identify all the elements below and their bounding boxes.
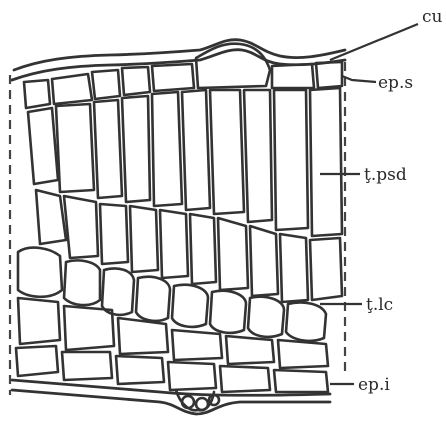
leader-ep-s (342, 76, 376, 82)
upper-cuticle (12, 40, 345, 80)
label-t-psd: ţ.psd (364, 165, 407, 185)
label-ep-i: ep.i (358, 375, 390, 395)
label-cu: cu (422, 7, 443, 27)
leader-cu (330, 24, 418, 60)
label-ep-s: ep.s (378, 73, 413, 93)
lower-cuticle (12, 380, 330, 414)
label-t-lc: ţ.lc (366, 295, 393, 315)
